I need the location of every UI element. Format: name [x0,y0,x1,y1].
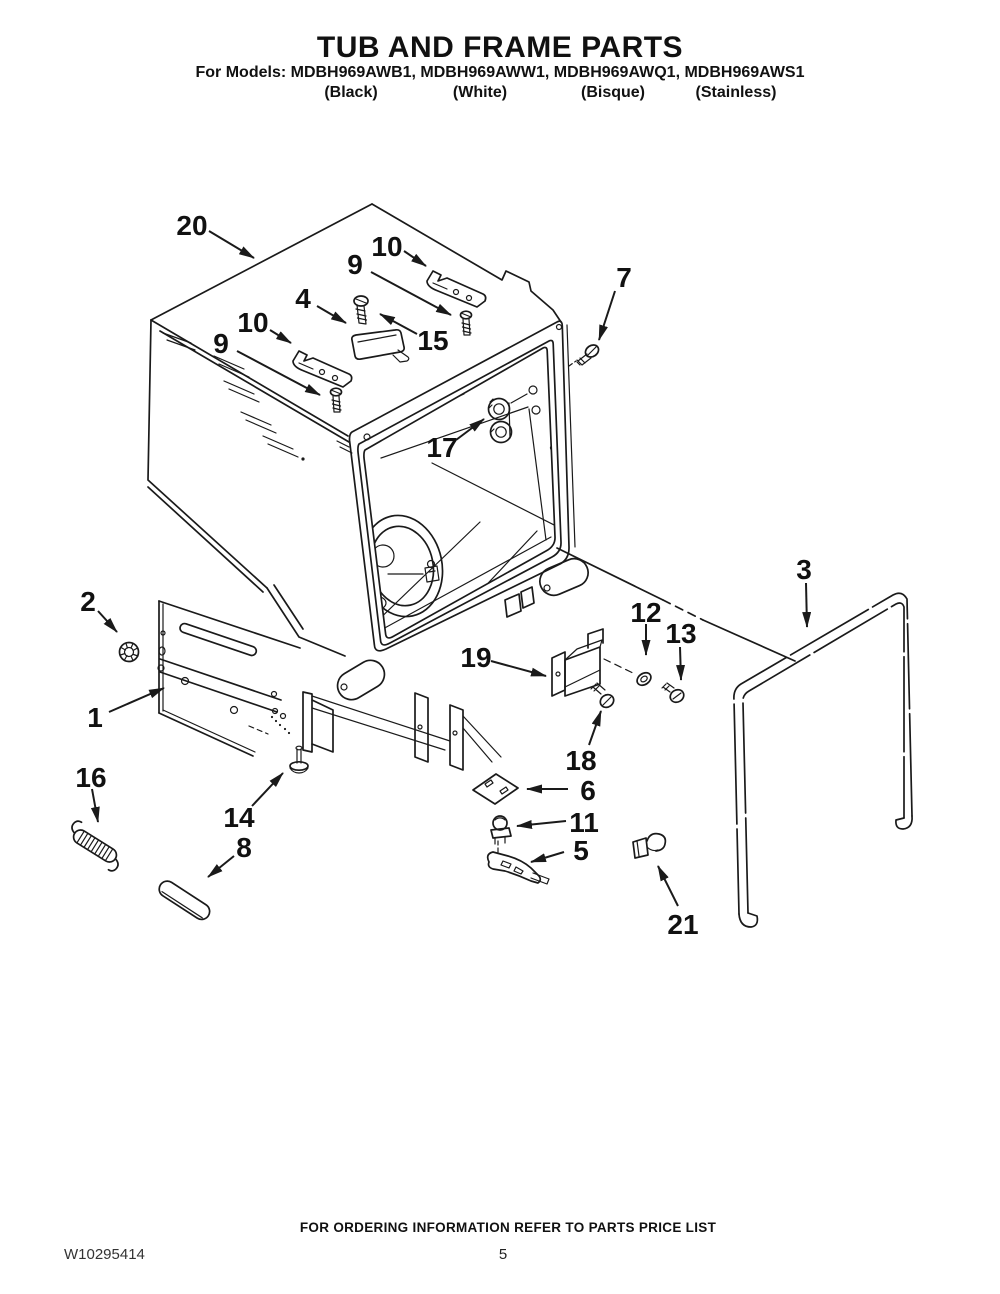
callout-10-top: 10 [371,231,402,262]
left-foot [336,659,386,701]
tub-wheel [118,641,140,663]
screw-18 [590,682,615,709]
callout-13: 13 [665,618,696,649]
tub-shell [147,203,562,657]
door-spring [71,820,119,872]
callout-10-left: 10 [237,307,268,338]
wrapper-bend-marks [162,332,299,458]
top-bracket-right [426,270,487,308]
callout-9-left: 9 [213,328,229,359]
models-line: For Models: MDBH969AWB1, MDBH969AWW1, MD… [195,64,805,81]
screw-13 [661,682,685,704]
finish-black: (Black) [324,84,378,101]
base-frame [157,600,502,771]
callout-9-top: 9 [347,249,363,280]
callout-21: 21 [667,909,698,940]
callout-5: 5 [573,835,589,866]
right-foot [539,557,589,597]
finish-white: (White) [452,84,508,101]
lock-washer-12 [636,671,652,687]
junction-box [551,628,636,697]
callout-14: 14 [223,802,255,833]
tub-front-frame [336,320,589,701]
callout-16: 16 [75,762,106,793]
callout-17: 17 [426,432,457,463]
sound-pad-6 [472,773,519,805]
drain-clip-21 [632,832,667,859]
callout-6: 6 [580,775,596,806]
callout-7: 7 [616,262,632,293]
sump-clamp [387,559,440,583]
callout-20: 20 [176,210,207,241]
friction-pad [158,880,211,921]
callout-12: 12 [630,597,661,628]
tub-interior [363,385,556,631]
gasket-position-leader [556,547,796,662]
document-number: W10295414 [64,1246,145,1263]
callout-1: 1 [87,702,103,733]
callout-15: 15 [417,325,448,356]
finish-stainless: (Stainless) [695,84,777,101]
screw-7 [568,344,600,367]
thermostat-clip-11 [490,815,512,854]
page-title: TUB AND FRAME PARTS [316,31,684,64]
finish-bisque: (Bisque) [581,84,645,101]
footer-note: FOR ORDERING INFORMATION REFER TO PARTS … [299,1220,717,1235]
leader-arrows [90,230,812,907]
callout-18: 18 [565,745,596,776]
leveling-foot [289,745,309,774]
callout-19: 19 [460,642,491,673]
thermostat-bracket-5 [486,851,550,885]
page-number: 5 [498,1246,508,1263]
door-gasket [733,592,913,928]
callout-8: 8 [236,832,252,863]
callout-4: 4 [295,283,311,314]
callout-2: 2 [80,586,96,617]
top-screw-left [329,387,343,413]
top-screw-right [459,310,473,336]
callout-3: 3 [796,554,812,585]
callout-11: 11 [569,807,599,838]
tub-vent-4 [350,328,410,363]
rear-grommets [487,397,513,444]
vent-screw-15 [353,295,369,325]
top-bracket-left [292,350,353,388]
